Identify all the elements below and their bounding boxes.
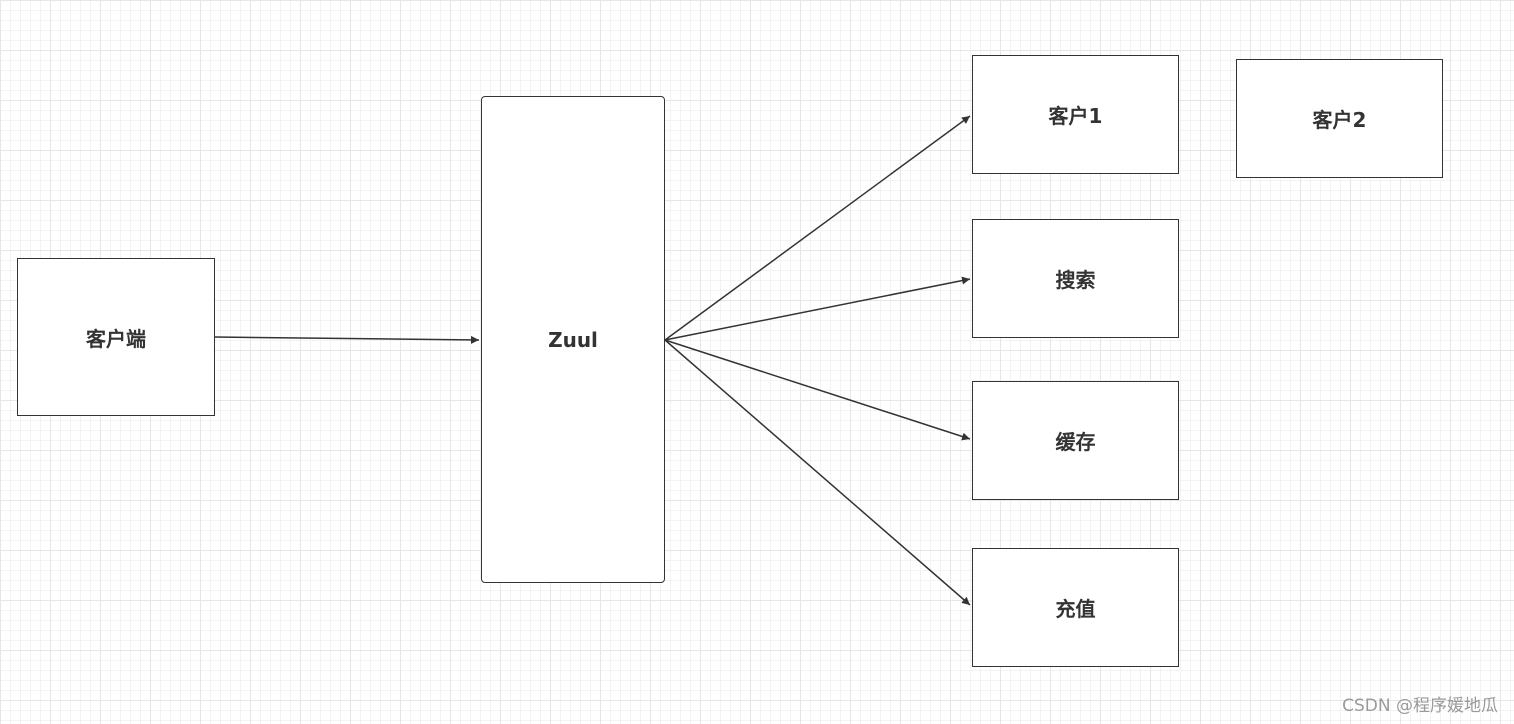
node-customer2[interactable]: 客户2 (1236, 59, 1443, 178)
arrow-zuul-to-recharge[interactable] (664, 339, 971, 606)
arrow-zuul-to-cache[interactable] (664, 339, 971, 441)
node-customer1[interactable]: 客户1 (972, 55, 1179, 174)
node-recharge-label: 充值 (1055, 597, 1096, 621)
node-recharge[interactable]: 充值 (972, 548, 1179, 667)
node-zuul[interactable]: Zuul (481, 96, 665, 583)
node-customer1-label: 客户1 (1048, 104, 1103, 128)
node-search[interactable]: 搜索 (972, 219, 1179, 338)
node-cache[interactable]: 缓存 (972, 381, 1179, 500)
arrow-zuul-to-customer1[interactable] (664, 115, 971, 341)
node-customer2-label: 客户2 (1312, 108, 1367, 132)
node-zuul-label: Zuul (548, 327, 598, 352)
node-client[interactable]: 客户端 (17, 258, 215, 416)
node-cache-label: 缓存 (1055, 430, 1096, 454)
arrow-zuul-to-search[interactable] (664, 276, 971, 341)
watermark: CSDN @程序媛地瓜 (1342, 696, 1498, 716)
arrow-client-to-zuul[interactable] (214, 335, 480, 344)
node-search-label: 搜索 (1055, 268, 1096, 292)
node-client-label: 客户端 (86, 326, 146, 351)
